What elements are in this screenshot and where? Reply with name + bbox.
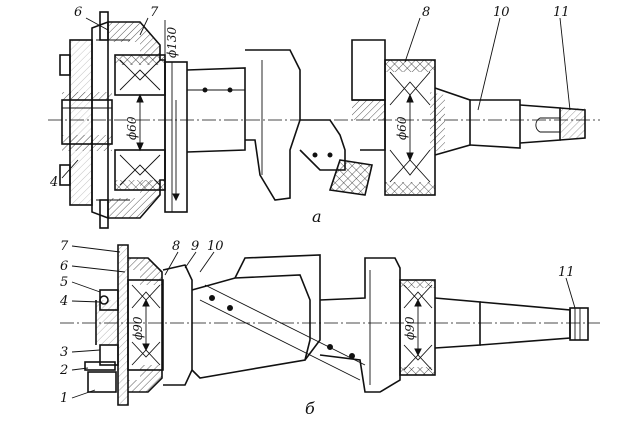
bottom-caption: б (305, 399, 315, 418)
top-label-7: 7 (150, 5, 159, 20)
bottom-label-3: 3 (60, 345, 68, 360)
top-leaders (61, 17, 571, 179)
top-label-4: 4 (49, 175, 58, 190)
bottom-right-bearing (399, 279, 436, 376)
top-dim-60-left: ϕ60 (125, 116, 139, 140)
bottom-dim-90-left: ϕ90 (131, 316, 145, 340)
top-left-bearing (114, 54, 166, 191)
top-label-11: 11 (553, 5, 570, 20)
bottom-left-bearing (127, 279, 164, 371)
top-label-8: 8 (422, 5, 430, 20)
top-caption: а (312, 207, 322, 226)
bottom-label-11: 11 (558, 265, 575, 280)
bottom-leaders (71, 245, 576, 399)
bottom-label-8: 8 (172, 239, 180, 254)
bottom-label-7: 7 (60, 239, 69, 254)
top-dim-60-right: ϕ60 (395, 116, 409, 140)
bottom-left-housing (84, 244, 163, 406)
top-right-bearing (384, 59, 471, 196)
bottom-label-6: 6 (60, 259, 68, 274)
top-view: 6 7 8 10 11 4 ϕ130 ϕ60 ϕ60 а (48, 5, 600, 229)
top-right-shaft (469, 99, 586, 149)
bottom-crank-body (162, 254, 366, 386)
bottom-label-9: 9 (191, 239, 199, 254)
bottom-crank-web-right (319, 257, 401, 393)
top-crank-web-left (164, 61, 246, 213)
bottom-label-10: 10 (207, 239, 224, 254)
bottom-view: 7 6 5 4 3 2 1 8 9 10 11 ϕ90 ϕ90 б (59, 239, 600, 418)
top-label-6: 6 (74, 5, 82, 20)
bottom-label-1: 1 (60, 391, 68, 406)
top-counterweight (328, 39, 386, 196)
bottom-label-5: 5 (60, 275, 68, 290)
top-left-shaft (61, 92, 113, 151)
bottom-label-2: 2 (59, 363, 68, 378)
top-crank-arm (245, 49, 346, 201)
bottom-right-shaft (434, 297, 589, 349)
bottom-dim-90-right: ϕ90 (403, 316, 417, 340)
bottom-label-4: 4 (59, 294, 68, 309)
top-dim-130: ϕ130 (165, 27, 179, 58)
top-label-10: 10 (493, 5, 510, 20)
